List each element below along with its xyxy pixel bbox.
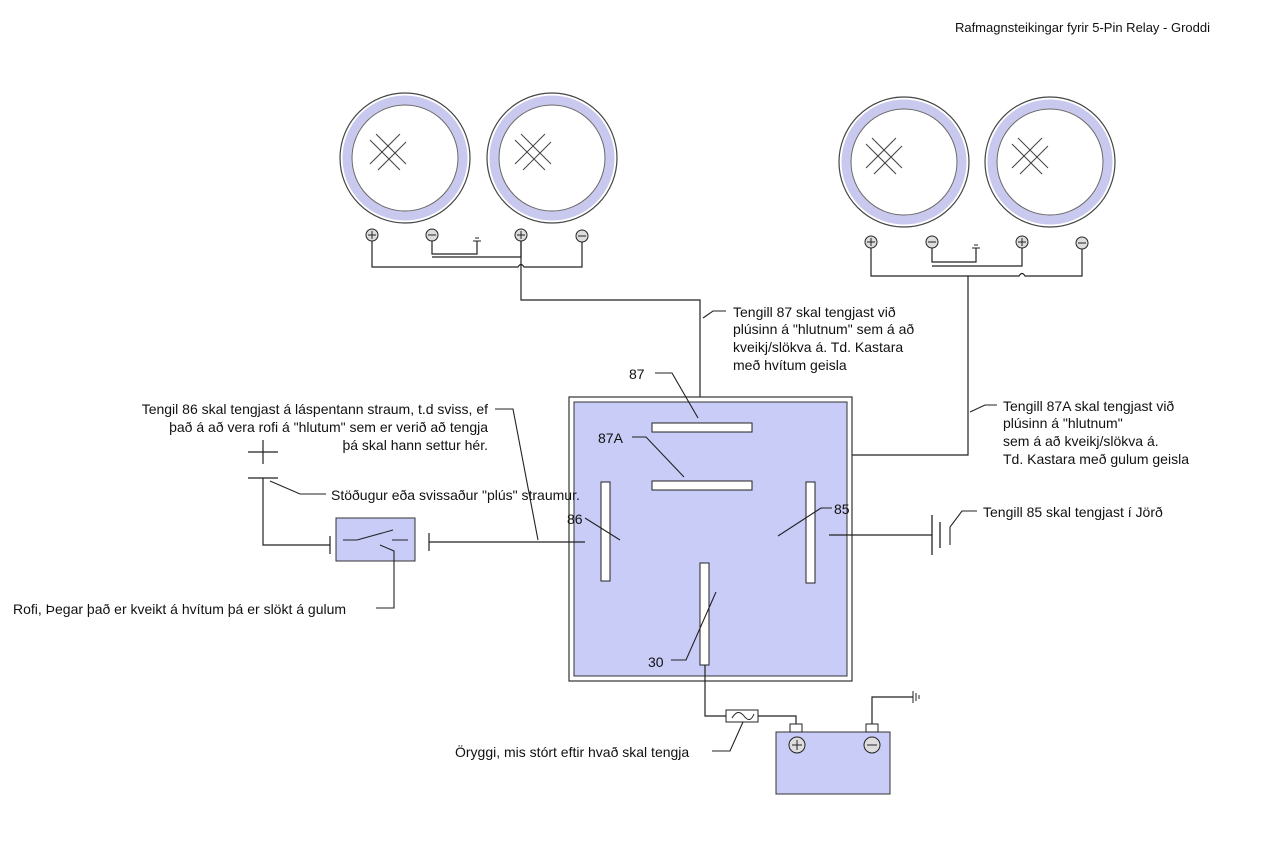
plus-circle-icon	[1015, 235, 1029, 249]
minus-circle-icon	[575, 229, 589, 243]
pin-label-85: 85	[834, 501, 850, 517]
lamp-cross-icon	[865, 137, 903, 175]
note-line: með hvítum geisla	[733, 357, 847, 373]
leader-86	[584, 517, 621, 541]
leader-note-85	[949, 510, 977, 545]
leader-note-87	[702, 310, 726, 319]
leader-note-switch	[376, 544, 395, 609]
annotation-fuse: Öryggi, mis stórt eftir hvað skal tengja	[455, 743, 689, 760]
annotation-pin85: Tengill 85 skal tengjast í Jörð	[983, 504, 1163, 520]
annotation-pin86: Tengil 86 skal tengjast á láspentann str…	[142, 401, 489, 453]
relay-pin-85	[805, 481, 816, 584]
pin-label-87a: 87A	[598, 430, 624, 446]
leader-note-fuse	[712, 721, 744, 752]
annotation-feed: Stöðugur eða svissaður "plús" straumur.	[331, 487, 580, 503]
note-line: Td. Kastara með gulum geisla	[1003, 451, 1189, 467]
minus-circle-icon	[925, 235, 939, 249]
pin-label-87: 87	[629, 366, 645, 382]
battery-icon	[775, 723, 891, 795]
ground-icon	[931, 515, 941, 555]
feed-terminal	[248, 440, 331, 554]
note-line: það á að vera rofi á "hlutum" sem er ver…	[169, 419, 488, 435]
note-line: Tengill 87 skal tengjast við	[733, 304, 896, 320]
pin-label-30: 30	[648, 654, 664, 670]
wire-left-lamps	[371, 241, 701, 412]
note-line: plúsinn á "hlutnum" sem á að	[733, 321, 914, 337]
plus-circle-icon	[788, 736, 806, 754]
plus-circle-icon	[864, 235, 878, 249]
note-line: Tengil 86 skal tengjast á láspentann str…	[142, 401, 488, 417]
leader-87	[655, 372, 699, 419]
wire-switch-to-86	[428, 533, 585, 551]
leader-note-87a	[969, 404, 997, 413]
leader-30	[671, 591, 717, 661]
fuse-icon	[725, 709, 759, 723]
minus-circle-icon	[425, 228, 439, 242]
annotation-switch: Rofi, Þegar það er kveikt á hvítum þá er…	[13, 601, 346, 617]
note-line: sem á að kveikj/slökva á.	[1003, 433, 1159, 449]
relay-pin-87	[651, 422, 753, 433]
leader-85	[777, 507, 832, 537]
relay-pin-30	[699, 562, 710, 666]
ground-icon	[912, 691, 920, 703]
minus-circle-icon	[863, 736, 881, 754]
leader-87a	[632, 436, 685, 478]
note-line: þá skal hann settur hér.	[342, 437, 488, 453]
lamp-white-left-1	[339, 92, 471, 224]
lamp-yellow-right-1	[838, 96, 970, 228]
relay-pin-87a	[651, 480, 753, 491]
note-line: plúsinn á "hlutnum"	[1003, 415, 1123, 431]
pin-label-86: 86	[567, 511, 583, 527]
note-line: Tengill 87A skal tengjast við	[1003, 398, 1174, 414]
leader-note-feed	[269, 480, 326, 495]
lamp-cross-icon	[1011, 137, 1049, 175]
plus-circle-icon	[365, 228, 379, 242]
wire-30-fuse	[704, 665, 797, 726]
lamp-cross-icon	[369, 133, 407, 171]
wire-battery-ground	[871, 696, 913, 724]
annotation-pin87: Tengill 87 skal tengjast við plúsinn á "…	[733, 304, 914, 373]
lamp-cross-icon	[514, 133, 552, 171]
leader-note-86	[495, 408, 539, 541]
diagram-title: Rafmagnsteikingar fyrir 5-Pin Relay - Gr…	[955, 20, 1210, 35]
ground-icon	[972, 244, 980, 249]
ground-icon	[473, 237, 481, 242]
minus-circle-icon	[1075, 236, 1089, 250]
lamp-white-left-2	[486, 92, 618, 224]
relay-body	[568, 396, 853, 682]
lamp-yellow-right-2	[984, 96, 1116, 228]
annotation-pin87a: Tengill 87A skal tengjast við plúsinn á …	[1003, 398, 1189, 467]
plus-circle-icon	[514, 228, 528, 242]
note-line: kveikj/slökva á. Td. Kastara	[733, 339, 903, 355]
switch-icon	[335, 517, 416, 562]
